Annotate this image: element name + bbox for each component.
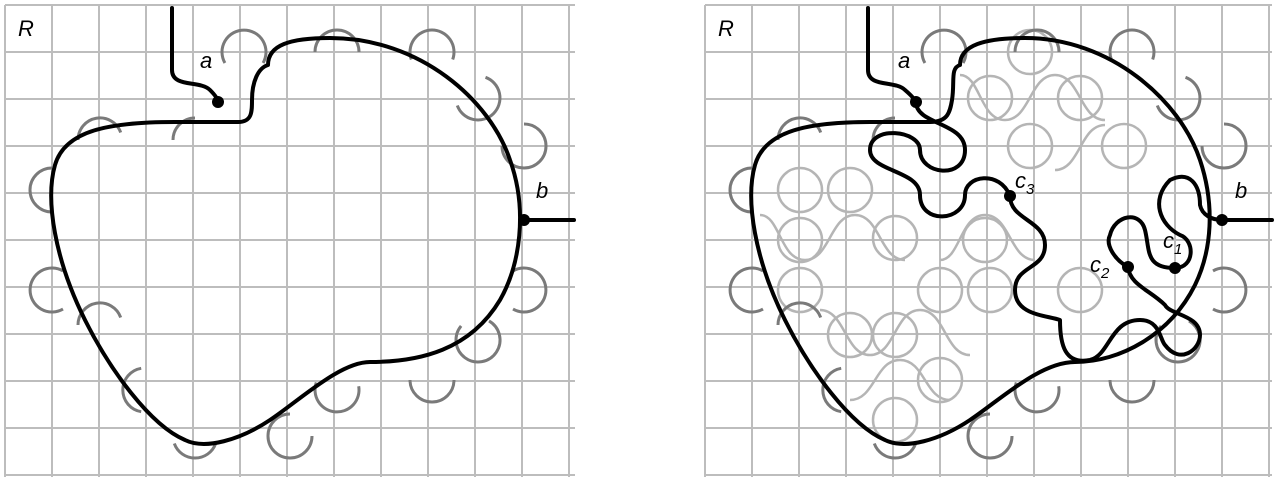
right-boundary-arc — [1108, 379, 1156, 404]
right-point-b — [1216, 214, 1228, 226]
right-inner-circle — [961, 216, 1009, 264]
right-inner-circle — [776, 266, 824, 314]
right-inner-wave — [819, 308, 971, 357]
right-inner-wave — [959, 73, 1106, 122]
right-boundary-arc — [1155, 75, 1202, 122]
right-inner-wave — [1054, 123, 1106, 172]
right-boundary-arc — [1200, 122, 1248, 170]
right-inner-circle — [1056, 74, 1104, 122]
right-grid — [704, 4, 1272, 477]
left-boundary-arc — [408, 379, 456, 404]
left-boundary-arc — [313, 28, 361, 53]
left-panel: R a b — [4, 4, 576, 477]
right-boundary-arc — [871, 116, 896, 141]
left-label-a: a — [200, 48, 212, 73]
right-inner-wave — [939, 213, 1036, 262]
left-boundary-arcs — [28, 28, 548, 460]
right-boundary-arc — [821, 366, 842, 414]
right-boundary-arc — [1108, 28, 1156, 61]
right-inner-circle — [1056, 266, 1104, 314]
right-label-c1: c1 — [1163, 228, 1182, 258]
right-inner-wave — [759, 213, 906, 262]
right-boundary-arc — [1013, 28, 1061, 53]
right-panel: R a b c1 c2 c3 — [704, 4, 1274, 477]
right-boundary-arc — [872, 442, 918, 460]
right-interior-arcs — [759, 28, 1148, 444]
left-point-a — [212, 96, 224, 108]
left-point-b — [518, 214, 530, 226]
right-inner-circle — [871, 214, 919, 262]
left-boundary-arc — [220, 28, 268, 64]
left-boundary-arc — [171, 116, 196, 141]
right-label-c2: c2 — [1090, 252, 1110, 282]
right-label-a: a — [898, 48, 910, 73]
right-inner-circle — [916, 356, 964, 404]
right-inner-circle — [776, 216, 824, 264]
right-boundary-arc — [1013, 381, 1061, 414]
right-inner-circle — [966, 74, 1014, 122]
left-boundary-arc — [121, 366, 142, 414]
right-point-c3 — [1004, 190, 1016, 202]
right-boundary-arcs — [728, 28, 1248, 460]
left-boundary-arc — [313, 381, 361, 414]
right-inner-circle — [1100, 122, 1148, 170]
right-region-curve — [749, 36, 1212, 446]
right-inner-circle — [966, 266, 1014, 314]
left-boundary-arc — [172, 442, 218, 460]
left-boundary-arc — [76, 301, 123, 326]
right-inner-circle — [1006, 122, 1054, 170]
left-region-label: R — [18, 16, 34, 41]
right-label-b: b — [1235, 178, 1247, 203]
left-boundary-arc — [408, 28, 456, 61]
left-boundary-arc — [455, 75, 502, 122]
right-boundary-arc — [728, 266, 764, 314]
right-inner-circle — [916, 266, 964, 314]
left-boundary-arc — [512, 266, 548, 314]
left-boundary-arc — [500, 122, 548, 170]
left-boundary-arc — [28, 166, 53, 214]
right-inner-circle — [826, 311, 874, 359]
right-label-c3: c3 — [1015, 168, 1035, 198]
left-region-curve — [49, 36, 523, 446]
left-grid — [4, 4, 575, 477]
right-inner-circle — [826, 166, 874, 214]
left-boundary-arc — [266, 412, 314, 460]
right-inner-circle — [776, 166, 824, 214]
left-boundary-arc — [454, 319, 502, 364]
right-point-c2 — [1122, 261, 1134, 273]
right-boundary-arc — [728, 166, 753, 214]
right-region-label: R — [718, 16, 734, 41]
right-boundary-arc — [776, 301, 823, 326]
right-boundary-arc — [1212, 266, 1248, 314]
left-boundary-arc — [28, 266, 64, 314]
right-inner-wave — [849, 358, 951, 402]
right-boundary-arc — [966, 412, 1014, 460]
right-point-c1 — [1169, 262, 1181, 274]
right-point-a — [910, 96, 922, 108]
left-label-b: b — [536, 178, 548, 203]
